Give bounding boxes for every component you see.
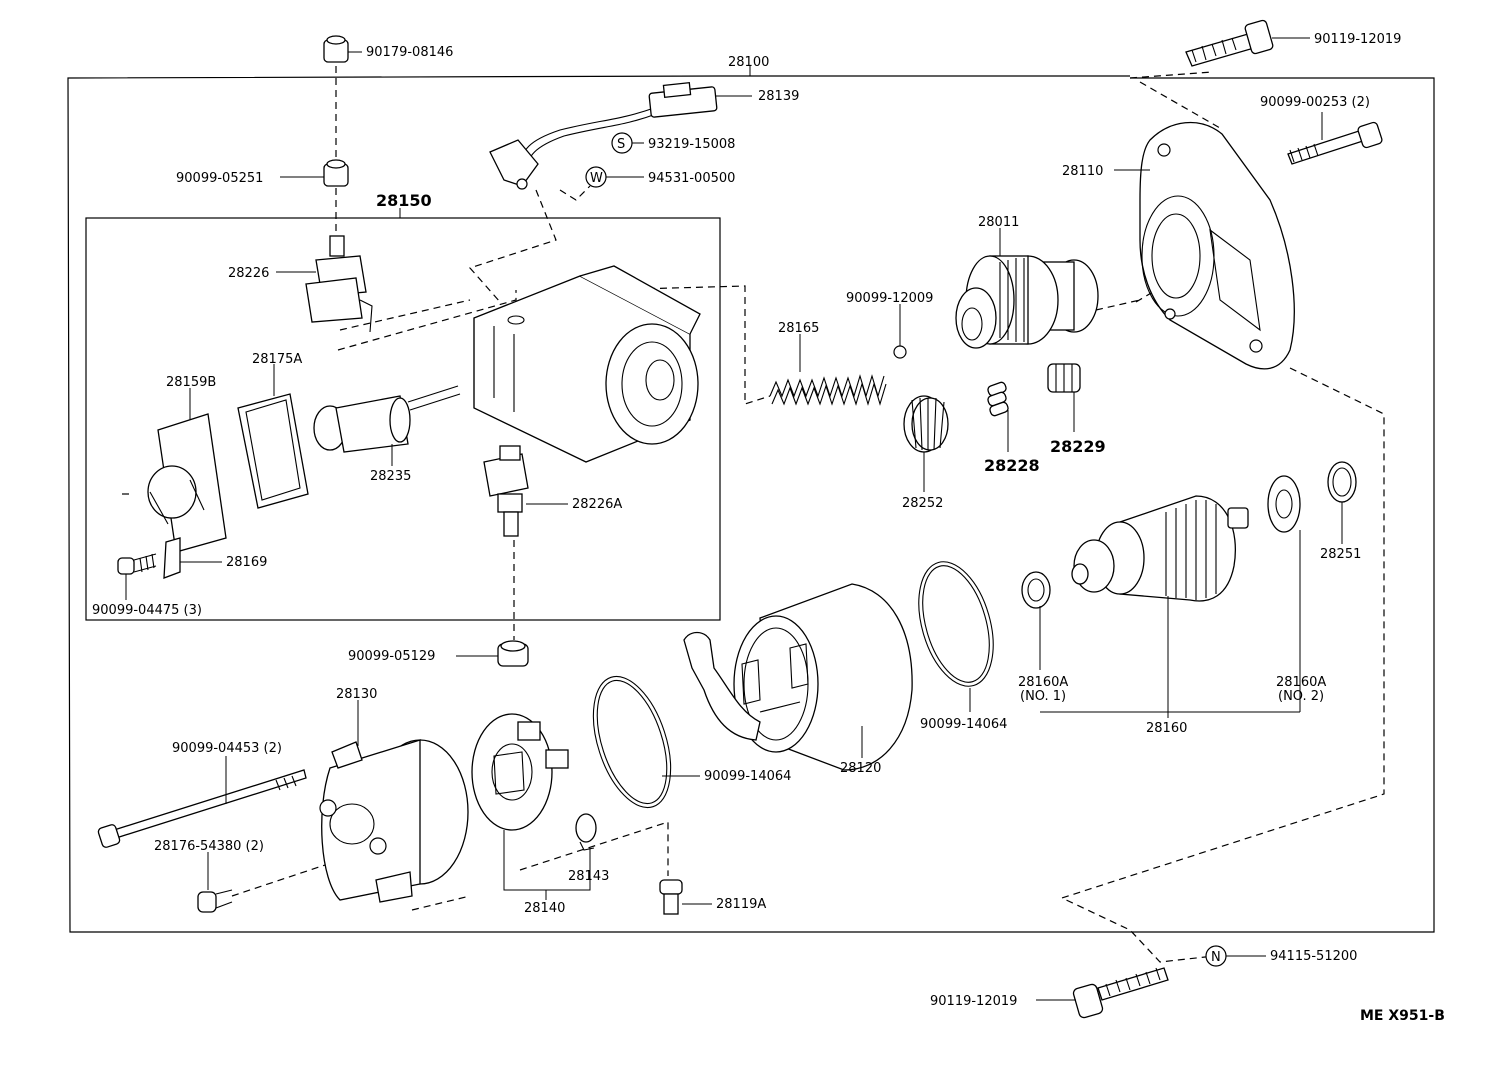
washer-93219-15008: S 93219-15008 — [611, 132, 735, 154]
cover-28159B: 28159B — [147, 375, 227, 553]
housing-28110: 28110 — [1062, 121, 1295, 370]
clip-28169: 28169 — [163, 537, 267, 579]
label-90099-04453: 90099-04453 (2) — [172, 741, 282, 756]
nut-90099-05129: 90099-05129 — [348, 640, 529, 667]
label-28140: 28140 — [524, 901, 565, 916]
label-90119-12019-top: 90119-12019 — [1314, 32, 1401, 47]
solenoid-housing — [473, 265, 701, 463]
o-ring-90099-14064-left: 90099-14064 — [592, 675, 791, 809]
label-28119A: 28119A — [716, 897, 766, 912]
label-28165: 28165 — [778, 321, 819, 336]
label-90179-08146: 90179-08146 — [366, 45, 453, 60]
label-90099-00253: 90099-00253 (2) — [1260, 95, 1370, 110]
label-28159B: 28159B — [166, 375, 216, 390]
label-28226: 28226 — [228, 266, 269, 281]
rollers-28228: 28228 — [984, 381, 1040, 475]
plunger-28235: 28235 — [313, 385, 461, 484]
label-28139: 28139 — [758, 89, 799, 104]
assembly-frame-28100: 28100 — [67, 55, 1435, 933]
label-90099-12009: 90099-12009 — [846, 291, 933, 306]
label-28251: 28251 — [1320, 547, 1361, 562]
gasket-28175A: 28175A — [237, 352, 309, 509]
through-bolt-90099-04453: 90099-04453 (2) — [97, 741, 307, 848]
washer-94531-00500: W 94531-00500 — [559, 166, 735, 201]
label-28160A-no2-sub: (NO. 2) — [1278, 689, 1324, 704]
label-28160A-no1: 28160A — [1018, 675, 1068, 690]
label-28160A-no1-sub: (NO. 1) — [1020, 689, 1066, 704]
label-28252: 28252 — [902, 496, 943, 511]
spring-28165: 28165 — [769, 321, 887, 406]
bolt-90119-12019-top: 90119-12019 — [1185, 19, 1401, 67]
lead-wire-28139: 28139 — [489, 81, 799, 190]
spring-28143: 28143 — [568, 813, 609, 884]
label-28120: 28120 — [840, 761, 881, 776]
screw-90099-04475: 90099-04475 (3) — [92, 553, 202, 618]
seal-28251: 28251 — [1320, 461, 1361, 562]
label-94531-00500: 94531-00500 — [648, 171, 735, 186]
label-28011: 28011 — [978, 215, 1019, 230]
idler-gear-28252: 28252 — [902, 395, 949, 511]
label-90099-05251: 90099-05251 — [176, 171, 263, 186]
nut-90179-08146: 90179-08146 — [323, 35, 453, 63]
diagram-code: ME X951-B — [1360, 1008, 1445, 1024]
label-28150: 28150 — [376, 191, 432, 210]
armature-28160: 28160 — [1040, 495, 1300, 736]
bearing-28160A-no2: 28160A (NO. 2) — [1267, 475, 1326, 712]
nut-90099-05251: 90099-05251 — [176, 159, 349, 187]
o-ring-90099-14064-right: 90099-14064 — [918, 561, 1007, 732]
ball-90099-12009: 90099-12009 — [846, 291, 933, 359]
label-28176-54380: 28176-54380 (2) — [154, 839, 264, 854]
label-90099-14064-b: 90099-14064 — [920, 717, 1007, 732]
retainer-28229: 28229 — [1047, 363, 1106, 456]
end-frame-28130: 28130 — [319, 687, 469, 903]
label-28169: 28169 — [226, 555, 267, 570]
bearing-28160A-no1: 28160A (NO. 1) — [1018, 571, 1068, 704]
label-28160: 28160 — [1146, 721, 1187, 736]
field-frame-28120: 28120 — [683, 583, 913, 776]
label-28175A: 28175A — [252, 352, 302, 367]
label-28228: 28228 — [984, 456, 1040, 475]
label-28143: 28143 — [568, 869, 609, 884]
label-28130: 28130 — [336, 687, 377, 702]
label-90119-12019-bottom: 90119-12019 — [930, 994, 1017, 1009]
clutch-28011: 28011 — [955, 215, 1099, 349]
label-28100: 28100 — [728, 55, 769, 70]
symbol-w: W — [590, 171, 603, 186]
screw-28176-54380: 28176-54380 (2) — [154, 839, 264, 913]
label-90099-14064-a: 90099-14064 — [704, 769, 791, 784]
label-28160A-no2: 28160A — [1276, 675, 1326, 690]
label-28226A: 28226A — [572, 497, 622, 512]
label-28110: 28110 — [1062, 164, 1103, 179]
plug-28119A: 28119A — [659, 879, 766, 915]
label-90099-04475: 90099-04475 (3) — [92, 603, 202, 618]
brush-holder-28140: 28140 — [471, 713, 591, 916]
label-93219-15008: 93219-15008 — [648, 137, 735, 152]
symbol-s: S — [617, 137, 625, 152]
label-28235: 28235 — [370, 469, 411, 484]
label-28229: 28229 — [1050, 437, 1106, 456]
dashed-assembly-lines — [122, 66, 1385, 963]
nut-94115-51200: N 94115-51200 — [1205, 945, 1357, 967]
label-90099-05129: 90099-05129 — [348, 649, 435, 664]
terminal-28226: 28226 — [228, 235, 373, 333]
label-94115-51200: 94115-51200 — [1270, 949, 1357, 964]
terminal-28226A: 28226A — [483, 445, 622, 537]
bolt-90099-00253: 90099-00253 (2) — [1260, 95, 1383, 165]
subassembly-box-28150: 28150 — [85, 191, 721, 621]
bolt-90119-12019-bottom: 90119-12019 — [930, 967, 1169, 1019]
symbol-n: N — [1211, 950, 1221, 965]
